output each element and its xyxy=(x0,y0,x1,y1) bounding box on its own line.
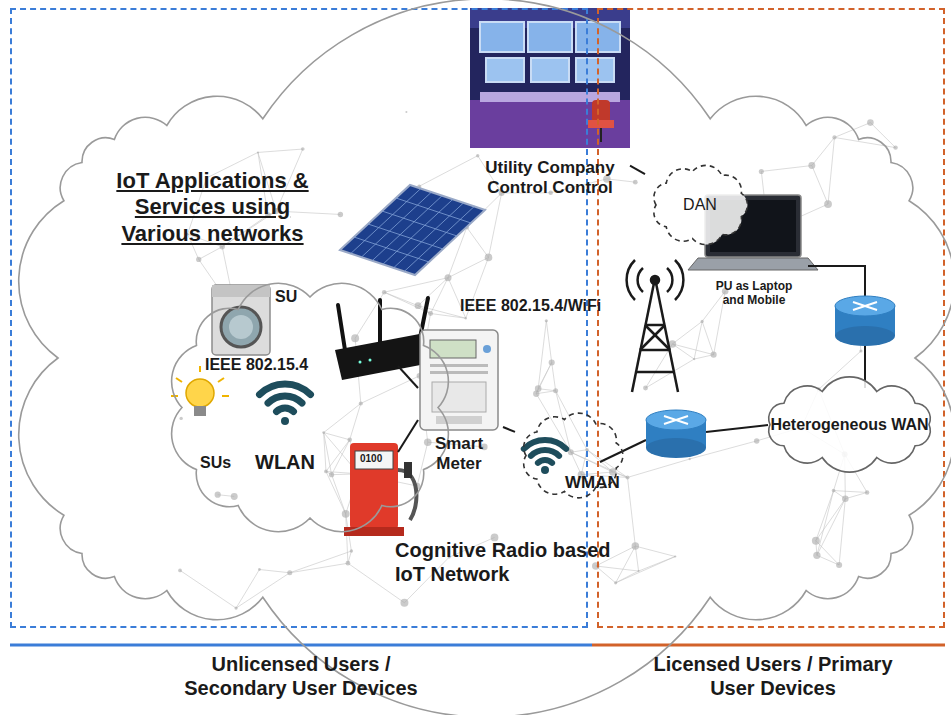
wman-cloud: WMAN xyxy=(515,408,630,503)
antenna-tower xyxy=(627,260,684,392)
device-label: SUs xyxy=(200,453,231,472)
device-label: SU xyxy=(275,287,297,306)
node-text: DAN xyxy=(645,195,755,214)
region-underline xyxy=(592,644,945,647)
wan-cloud: Heterogeneous WAN xyxy=(757,377,942,472)
fuel-pump xyxy=(344,443,416,536)
wlan-cloud: WLAN xyxy=(160,275,460,540)
node-text: Utility Company Control Control xyxy=(475,158,625,199)
node-text: Heterogeneous WAN xyxy=(757,415,942,434)
connector xyxy=(630,166,645,174)
node-text: Unlicensed Users / Secondary User Device… xyxy=(167,652,435,700)
node-text: WLAN xyxy=(255,450,315,474)
region-box: Unlicensed Users / Secondary User Device… xyxy=(10,8,588,628)
light-bulb xyxy=(171,366,229,416)
wifi-icon xyxy=(260,384,311,425)
cloud-outline xyxy=(160,275,460,540)
node-text: Licensed Users / Primary User Devices xyxy=(649,652,897,700)
network-router xyxy=(835,296,895,346)
node-text: Cognitive Radio based IoT Network xyxy=(395,538,630,586)
node-text: Smart Meter xyxy=(415,434,503,475)
wifi-icon xyxy=(524,440,566,474)
pump-display: 0100 xyxy=(360,453,382,465)
control-room: Utility Company Control Control xyxy=(470,8,630,233)
protocol-label: IEEE 802.15.4 xyxy=(205,355,308,374)
smart-meter: Smart Meter xyxy=(415,328,503,490)
solar-panel xyxy=(340,185,485,275)
dan-cloud: DAN xyxy=(645,160,755,250)
node-text: PU as Laptop and Mobile xyxy=(704,279,804,308)
region-box: Licensed Users / Primary User DevicesPU … xyxy=(597,8,945,628)
connector xyxy=(503,427,515,432)
smart-meter xyxy=(420,330,498,430)
protocol-label: IEEE 802.15.4/WiFi xyxy=(460,296,601,315)
network-router xyxy=(646,410,706,458)
node-text: WMAN xyxy=(565,473,620,493)
washing-machine xyxy=(212,285,270,355)
node-text: IoT Applications & Services using Variou… xyxy=(100,168,325,247)
control-room xyxy=(470,8,630,148)
